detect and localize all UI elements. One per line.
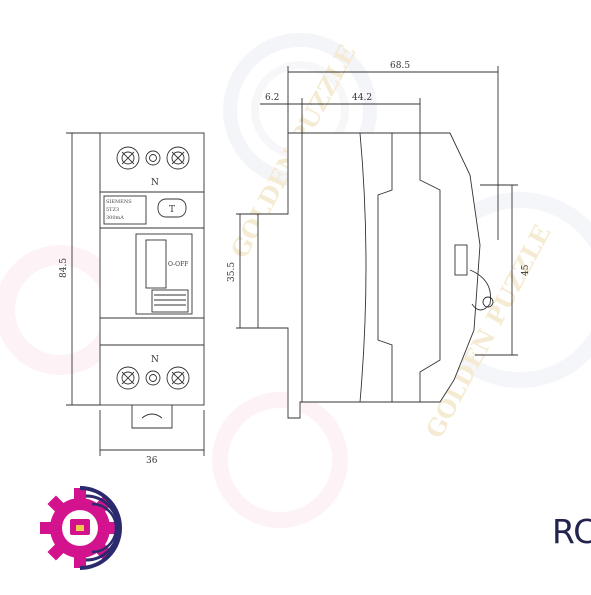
bottom-terminals — [116, 366, 190, 390]
caption-title: کلید محافظ جان RCB — [552, 512, 591, 551]
side-view — [236, 66, 518, 419]
front-height-dim-label: 45 — [521, 264, 531, 276]
company-logo — [40, 486, 122, 570]
width-dim-label: 36 — [146, 456, 158, 466]
test-button[interactable] — [157, 198, 187, 218]
total-depth-dim-label: 68.5 — [390, 61, 410, 71]
terminal-label-top: N — [151, 178, 159, 188]
top-offset-dim-label: 6.2 — [265, 93, 279, 103]
front-view-labels: N N SIEMENS 5TZ3 300mA T O-OFF 84.5 36 — [59, 178, 188, 466]
rating-text: 300mA — [106, 215, 124, 221]
top-terminals — [116, 146, 190, 170]
rail-height-dim-label: 35.5 — [227, 262, 237, 282]
toggle-lever[interactable] — [151, 289, 189, 313]
terminal-label-bottom: N — [151, 355, 159, 365]
brand-text: SIEMENS — [106, 199, 132, 205]
model-text: 5TZ3 — [106, 207, 119, 213]
height-dim-label: 84.5 — [59, 258, 69, 278]
switch-label: O-OFF — [168, 261, 188, 268]
test-button-label: T — [169, 205, 175, 215]
side-view-labels: 68.5 6.2 44.2 35.5 45 — [227, 61, 531, 282]
mid-depth-dim-label: 44.2 — [352, 93, 372, 103]
front-view — [66, 132, 205, 456]
